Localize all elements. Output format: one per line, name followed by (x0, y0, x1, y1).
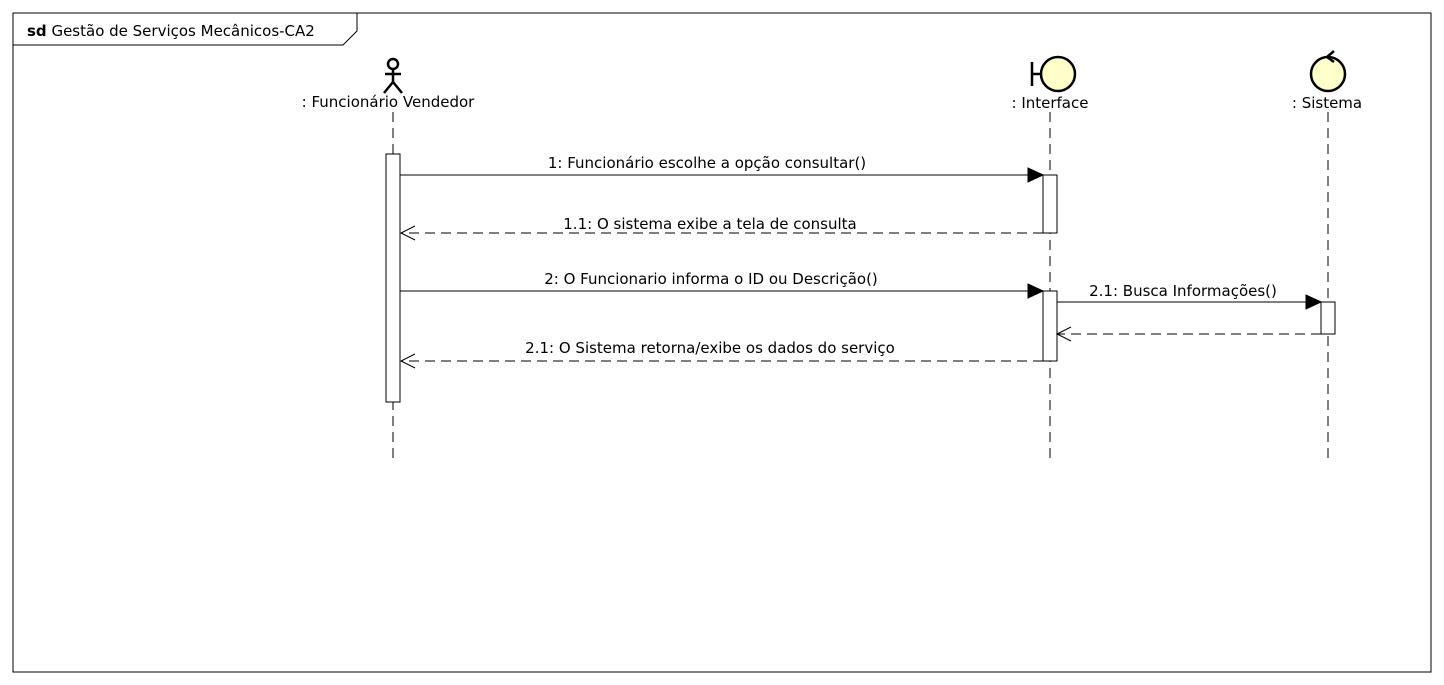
arrowhead-filled (1027, 167, 1045, 183)
lifeline-label: : Sistema (1292, 94, 1362, 112)
arrowhead-open (1055, 326, 1072, 342)
actor-icon (383, 57, 403, 94)
message-label: 2: O Funcionario informa o ID ou Descriç… (544, 270, 878, 288)
diagram-frame (12, 12, 1432, 673)
lifeline-funcionario-vendedor: : Funcionário Vendedor (302, 57, 475, 460)
message-label: 1: Funcionário escolhe a opção consultar… (548, 154, 866, 172)
lifeline-label: : Funcionário Vendedor (302, 93, 475, 111)
message-2-1: 2.1: Busca Informações() (1057, 282, 1323, 310)
lifeline-interface: : Interface (1012, 55, 1089, 460)
message-label: 2.1: Busca Informações() (1089, 282, 1277, 300)
frame-title: sd Gestão de Serviços Mecânicos-CA2 (27, 22, 315, 40)
message-2-1-return: 2.1: O Sistema retorna/exibe os dados do… (399, 339, 1043, 369)
message-return-sistema (1055, 326, 1321, 342)
activation-bar (1320, 301, 1336, 335)
boundary-icon (1030, 55, 1077, 93)
lifeline-label: : Interface (1012, 94, 1089, 112)
arrowhead-open (399, 353, 416, 369)
activation-bar (1042, 174, 1058, 234)
message-label: 2.1: O Sistema retorna/exibe os dados do… (525, 339, 895, 357)
message-1: 1: Funcionário escolhe a opção consultar… (400, 154, 1045, 183)
message-1-1: 1.1: O sistema exibe a tela de consulta (399, 215, 1043, 241)
message-2: 2: O Funcionario informa o ID ou Descriç… (400, 270, 1045, 299)
control-icon (1309, 50, 1347, 93)
activation-bar (1042, 290, 1058, 362)
arrowhead-filled (1027, 283, 1045, 299)
arrowhead-open (399, 225, 416, 241)
message-label: 1.1: O sistema exibe a tela de consulta (563, 215, 856, 233)
activation-bar (385, 153, 401, 403)
frame-tab (13, 13, 358, 46)
lifeline-sistema: : Sistema (1292, 50, 1362, 460)
arrowhead-filled (1305, 294, 1323, 310)
